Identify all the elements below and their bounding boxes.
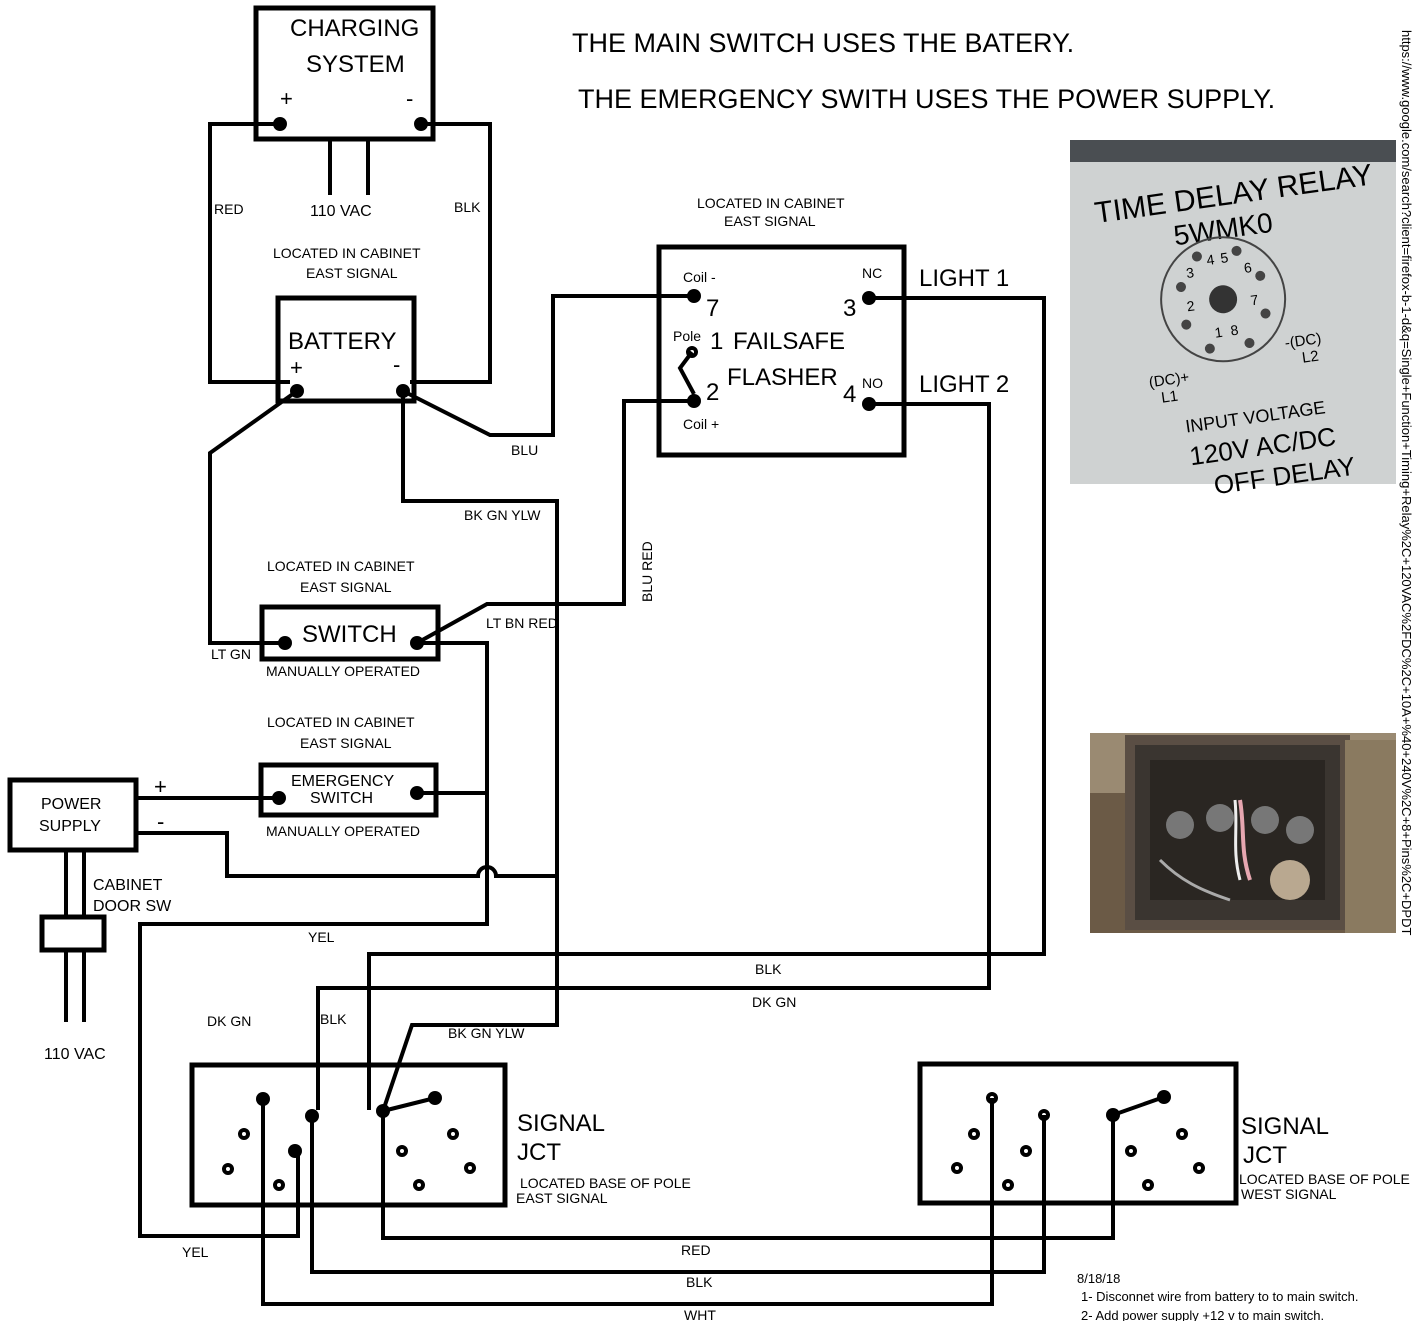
flasher-pin-3: 3 xyxy=(843,295,856,322)
emergency-title-1: EMERGENCY xyxy=(291,773,394,790)
wire-dk-gn-light2-label: DK GN xyxy=(752,994,796,1010)
flasher-note-2: EAST SIGNAL xyxy=(724,213,816,229)
wire-red-label: RED xyxy=(214,201,244,217)
flasher-no: NO xyxy=(862,375,883,391)
flasher-nc: NC xyxy=(862,265,882,281)
power-supply-title-2: SUPPLY xyxy=(39,818,101,835)
wire-blk-bottom-label: BLK xyxy=(686,1274,713,1290)
wire-yel-bottom-label: YEL xyxy=(182,1244,209,1260)
failsafe-flasher: Coil - 7 Pole 1 FAILSAFE FLASHER 2 Coil … xyxy=(656,244,907,458)
flasher-pin-2: 2 xyxy=(706,379,719,406)
relay-pin-6: 6 xyxy=(1243,259,1253,276)
flasher-pin-1: 1 xyxy=(710,328,723,355)
emergency-switch: EMERGENCY SWITCH xyxy=(258,762,439,818)
relay-dc-plus: (DC)+ xyxy=(1148,369,1191,391)
charging-input: 110 VAC xyxy=(310,203,372,220)
flasher-pole: Pole xyxy=(673,328,701,344)
switch-note-2: EAST SIGNAL xyxy=(300,579,392,595)
junction-box-photo xyxy=(1090,733,1396,933)
flasher-title-2: FLASHER xyxy=(727,364,838,391)
east-jct-note-1: LOCATED BASE OF POLE xyxy=(520,1175,691,1191)
charging-minus: - xyxy=(406,86,413,111)
power-supply: POWER SUPPLY xyxy=(7,777,139,853)
flasher-coil-plus: Coil + xyxy=(683,416,719,432)
wire-blk-top-label: BLK xyxy=(454,199,481,215)
relay-pin-5: 5 xyxy=(1219,249,1229,266)
relay-l2: L2 xyxy=(1301,348,1320,367)
east-jct-title-2: JCT xyxy=(517,1139,561,1166)
wire-blu-red-label: BLU RED xyxy=(639,541,655,602)
east-signal-jct xyxy=(189,1062,508,1208)
flasher-coil-minus: Coil - xyxy=(683,269,716,285)
emergency-title-2: SWITCH xyxy=(310,790,373,807)
main-switch: SWITCH xyxy=(259,604,441,662)
west-jct-title-2: JCT xyxy=(1243,1142,1287,1169)
west-jct-title-1: SIGNAL xyxy=(1241,1113,1329,1140)
notes-item-1: 1- Disconnet wire from battery to to mai… xyxy=(1081,1289,1358,1304)
switch-note-1: LOCATED IN CABINET xyxy=(267,558,415,574)
wire-red-bottom-label: RED xyxy=(681,1242,711,1258)
emergency-note-1: LOCATED IN CABINET xyxy=(267,714,415,730)
west-signal-jct xyxy=(917,1061,1239,1206)
wire-wht-bottom-label: WHT xyxy=(684,1307,716,1321)
flasher-pin-4: 4 xyxy=(843,381,856,408)
wire-bk-gn-ylw-label: BK GN YLW xyxy=(464,507,541,523)
east-jct-note-2: EAST SIGNAL xyxy=(516,1190,608,1206)
battery-note-1: LOCATED IN CABINET xyxy=(273,245,421,261)
battery-title: BATTERY xyxy=(288,328,396,355)
charging-plus: + xyxy=(280,86,293,111)
relay-pin-2: 2 xyxy=(1186,297,1196,314)
relay-pin-7: 7 xyxy=(1249,291,1259,308)
battery-minus: - xyxy=(393,352,400,377)
wire-blu-label: BLU xyxy=(511,442,538,458)
header-line-2: THE EMERGENCY SWITH USES THE POWER SUPPL… xyxy=(578,84,1275,114)
door-switch-label-2: DOOR SW xyxy=(93,898,172,915)
battery-plus: + xyxy=(290,355,303,380)
charging-system: CHARGING SYSTEM + - 110 VAC xyxy=(253,5,436,220)
relay-dc-minus: -(DC) xyxy=(1284,330,1323,352)
emergency-sub: MANUALLY OPERATED xyxy=(266,823,420,839)
power-plus: + xyxy=(154,774,167,799)
flasher-note-1: LOCATED IN CABINET xyxy=(697,195,845,211)
notes-date: 8/18/18 xyxy=(1077,1271,1120,1286)
charging-title-2: SYSTEM xyxy=(306,51,405,78)
charging-title-1: CHARGING xyxy=(290,15,419,42)
wire-dk-gn-left-label: DK GN xyxy=(207,1013,251,1029)
wire-yel-mid-label: YEL xyxy=(308,929,335,945)
wire-bk-gn-ylw-low-label: BK GN YLW xyxy=(448,1025,525,1041)
power-minus: - xyxy=(157,809,164,834)
battery-note-2: EAST SIGNAL xyxy=(306,265,398,281)
switch-sub: MANUALLY OPERATED xyxy=(266,663,420,679)
power-supply-title-1: POWER xyxy=(41,796,101,813)
wire-lt-bn-red-label: LT BN RED xyxy=(486,615,558,631)
flasher-pin-7: 7 xyxy=(706,295,719,322)
relay-photo: TIME DELAY RELAY 5WMK0 1 2 3 4 5 6 7 8 (… xyxy=(1070,140,1396,500)
wire-blk-left-label: BLK xyxy=(320,1011,347,1027)
battery: BATTERY + - xyxy=(275,295,417,404)
east-jct-title-1: SIGNAL xyxy=(517,1110,605,1137)
flasher-title-1: FAILSAFE xyxy=(733,328,845,355)
wire-blk-light1-label: BLK xyxy=(755,961,782,977)
light-2-label: LIGHT 2 xyxy=(919,371,1009,398)
relay-l1: L1 xyxy=(1160,388,1179,407)
west-jct-note-2: WEST SIGNAL xyxy=(1241,1186,1337,1202)
switch-title: SWITCH xyxy=(302,621,397,648)
power-input-label: 110 VAC xyxy=(44,1046,106,1063)
door-switch-label-1: CABINET xyxy=(93,877,163,894)
header-line-1: THE MAIN SWITCH USES THE BATERY. xyxy=(572,28,1074,58)
emergency-note-2: EAST SIGNAL xyxy=(300,735,392,751)
relay-pin-4: 4 xyxy=(1205,251,1215,268)
west-jct-note-1: LOCATED BASE OF POLE xyxy=(1239,1171,1410,1187)
relay-pin-1: 1 xyxy=(1214,324,1224,341)
wire-lt-gn-label: LT GN xyxy=(211,646,251,662)
relay-pin-3: 3 xyxy=(1185,264,1195,281)
url-text: https://www.google.com/search?client=fir… xyxy=(1399,30,1414,935)
relay-pin-8: 8 xyxy=(1229,321,1239,338)
notes-item-2: 2- Add power supply +12 v to main switch… xyxy=(1081,1308,1324,1321)
light-1-label: LIGHT 1 xyxy=(919,265,1009,292)
